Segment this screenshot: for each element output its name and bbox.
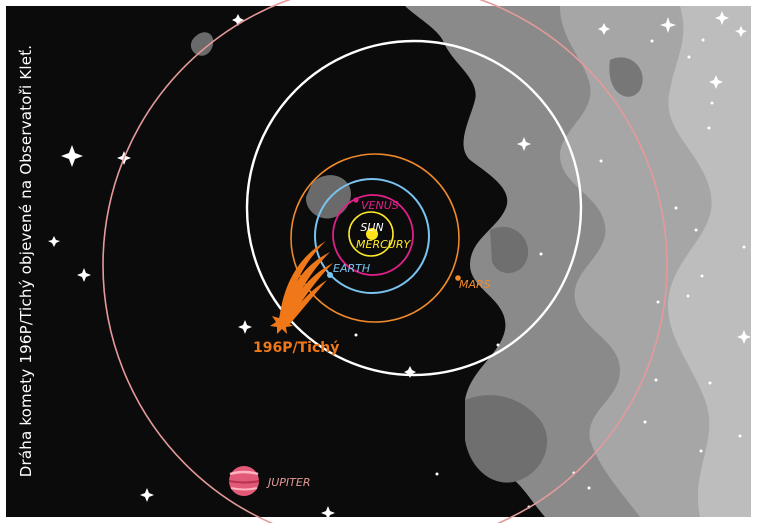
star [737, 330, 751, 344]
earth-orbit [314, 178, 430, 294]
comet-orbit [245, 39, 583, 377]
star [404, 366, 416, 378]
star [48, 236, 60, 247]
star [517, 137, 531, 151]
side-caption: Dráha komety 196P/Tichý objevené na Obse… [17, 44, 35, 478]
comet-icon [270, 312, 293, 334]
earth-label: EARTH [333, 262, 370, 275]
mars-orbit [290, 153, 460, 323]
venus-label: VENUS [361, 199, 399, 212]
star [660, 17, 676, 33]
mercury-label: MERCURY [356, 238, 411, 251]
sun-icon [366, 228, 378, 240]
star [715, 11, 729, 25]
star [140, 488, 154, 502]
jupiter-label: JUPITER [266, 476, 311, 489]
star [238, 320, 252, 334]
venus-icon [353, 197, 359, 203]
jupiter-icon [228, 466, 260, 496]
venus-orbit [332, 194, 414, 276]
mars-icon [455, 275, 461, 281]
earth-icon [327, 272, 333, 278]
stars [48, 11, 751, 520]
star [735, 26, 747, 37]
jupiter-orbit [102, 0, 668, 523]
star [321, 506, 335, 520]
star [598, 23, 610, 35]
sun-label: SUN [360, 221, 383, 234]
comet-tail [279, 241, 333, 325]
milky-way [190, 6, 751, 517]
star [709, 75, 723, 89]
star [77, 268, 91, 282]
star [232, 14, 244, 26]
mercury-orbit [348, 211, 394, 257]
comet-label: 196P/Tichý [253, 340, 339, 356]
star [61, 145, 83, 167]
mars-label: MARS [459, 278, 491, 291]
